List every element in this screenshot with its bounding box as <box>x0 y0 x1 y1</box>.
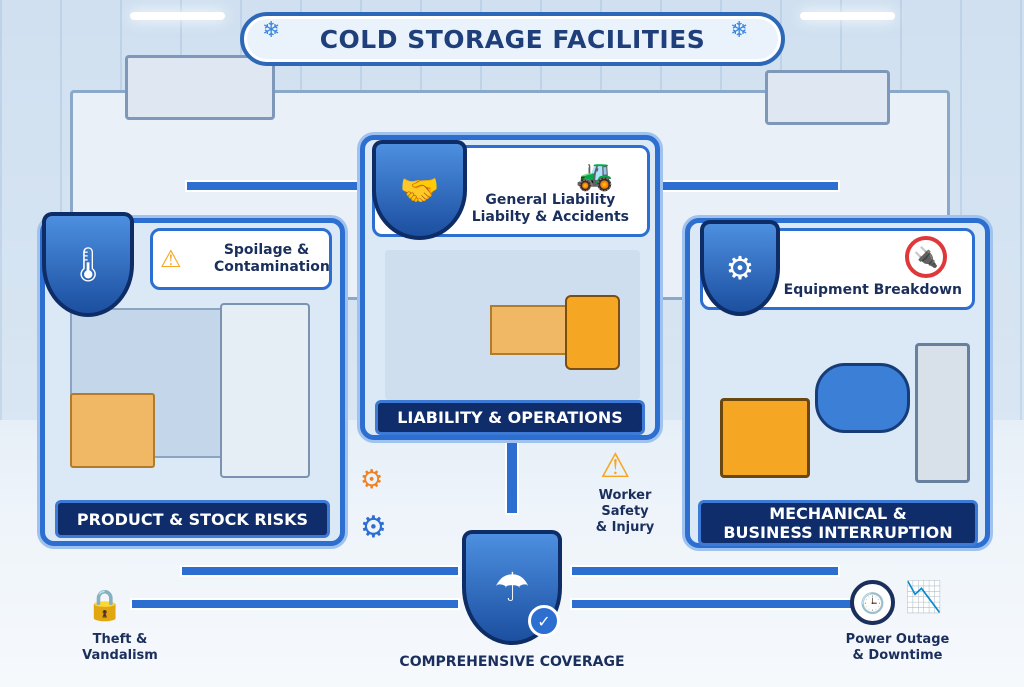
broken-freezer <box>220 303 310 478</box>
snowflake-icon: ❄ <box>730 18 749 43</box>
control-panel <box>915 343 970 483</box>
flow-arrow <box>505 440 519 515</box>
clock-icon: 🕒 <box>850 580 895 625</box>
handshake-shield-icon: 🤝 <box>372 140 467 240</box>
gear-icon: ⚙ <box>360 465 384 495</box>
thermometer-shield-icon: 🌡 <box>42 212 134 317</box>
flow-arrow <box>570 565 840 577</box>
flow-arrow <box>180 565 460 577</box>
page-title: COLD STORAGE FACILITIES <box>319 24 706 54</box>
generator <box>720 398 810 478</box>
ceiling-light <box>130 12 225 20</box>
flow-arrow <box>660 180 840 192</box>
stock-boxes <box>70 393 155 468</box>
gear-icon: ⚙ <box>360 510 387 545</box>
pallet-boxes <box>490 305 570 355</box>
title-banner: COLD STORAGE FACILITIES <box>240 12 785 66</box>
power-outage-callout: Power Outage& Downtime <box>845 632 950 663</box>
mechanical-label: MECHANICAL &BUSINESS INTERRUPTION <box>698 500 978 546</box>
forklift-icon: 🚜 <box>576 157 614 193</box>
downtrend-chart-icon: 📉 <box>905 580 943 615</box>
condenser-unit <box>765 70 890 125</box>
flow-arrow <box>185 180 380 192</box>
flow-arrow <box>570 598 890 610</box>
checkmark-icon: ✓ <box>528 605 560 637</box>
product-stock-label: PRODUCT & STOCK RISKS <box>55 500 330 538</box>
no-power-icon: 🔌 <box>905 236 947 278</box>
forklift <box>565 295 620 370</box>
spoilage-card: Spoilage & Contamination <box>150 228 332 290</box>
warning-icon: ⚠ <box>160 245 182 273</box>
condenser-unit <box>125 55 275 120</box>
compressor <box>815 363 910 433</box>
warning-icon: ⚠ <box>600 446 631 486</box>
flow-arrow <box>130 598 460 610</box>
theft-callout: Theft &Vandalism <box>82 632 158 663</box>
ceiling-light <box>800 12 895 20</box>
gear-wrench-shield-icon: ⚙ <box>700 220 780 316</box>
liability-operations-label: LIABILITY & OPERATIONS <box>375 400 645 435</box>
padlock-icon: 🔒 <box>86 587 124 623</box>
comprehensive-coverage-label: COMPREHENSIVE COVERAGE <box>399 654 625 670</box>
snowflake-icon: ❄ <box>262 18 281 43</box>
worker-safety-callout: Worker Safety& Injury <box>595 488 655 535</box>
